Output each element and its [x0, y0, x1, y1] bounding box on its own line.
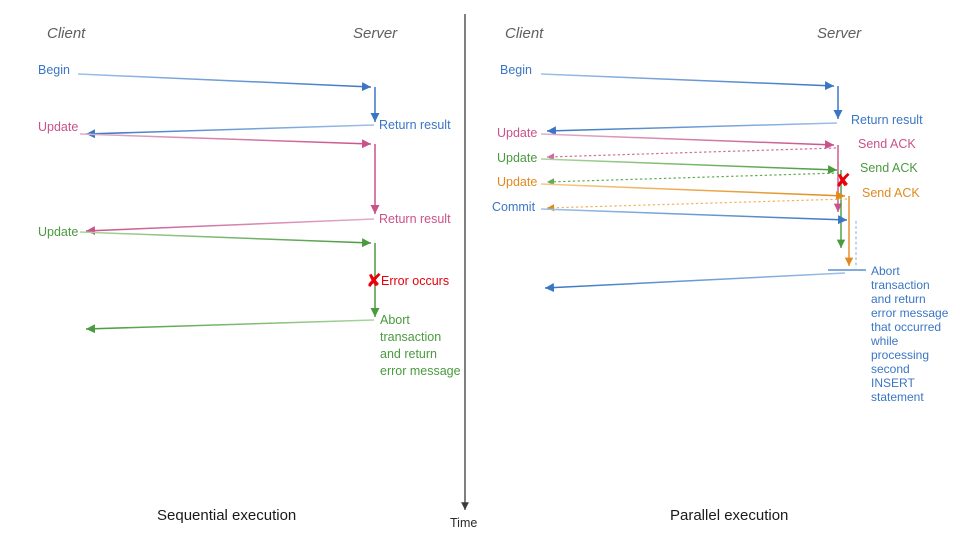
arrow-update-2-left: [79, 231, 372, 248]
right-panel-arrows: [540, 73, 866, 293]
time-axis-label: Time: [450, 516, 478, 530]
right-message-update-1: Update: [497, 126, 538, 140]
error-mark-icon-right: ✘: [835, 171, 851, 192]
right-message-update-2: Update: [497, 151, 538, 165]
arrow-update-1-right: [540, 133, 835, 150]
left-panel-arrows: [77, 73, 380, 334]
right-abort-text-line-3: and return: [871, 292, 926, 306]
right-client-actor-label: Client: [505, 25, 544, 42]
left-abort-text-line-4: error message: [380, 364, 461, 378]
right-message-begin: Begin: [500, 63, 532, 77]
right-abort-text-line-4: error message: [871, 306, 949, 320]
left-abort-text-line-1: Abort: [380, 313, 410, 327]
right-abort-text-line-1: Abort: [871, 264, 900, 278]
arrow-send-ack-2-right: [546, 172, 840, 186]
error-mark-icon-left: ✘: [366, 271, 382, 292]
left-abort-text-line-3: and return: [380, 347, 437, 361]
right-message-send-ack-1: Send ACK: [858, 137, 916, 151]
right-abort-text-line-8: second: [871, 362, 910, 376]
left-message-return-result-2: Return result: [379, 212, 451, 226]
arrow-update-1-left: [79, 133, 372, 149]
right-message-send-ack-3: Send ACK: [862, 186, 920, 200]
right-abort-text-line-5: that occurred: [871, 320, 942, 334]
arrow-send-ack-3-right: [546, 198, 848, 212]
right-message-return-result: Return result: [851, 113, 923, 127]
arrow-begin-right: [540, 73, 835, 91]
arrow-begin-left: [77, 73, 372, 92]
arrow-return-result-right: [546, 122, 838, 136]
arrow-return-result-2-left: [85, 218, 375, 236]
right-message-commit: Commit: [492, 200, 536, 214]
left-client-actor-label: Client: [47, 25, 86, 42]
left-abort-text-line-2: transaction: [380, 330, 442, 344]
arrow-send-ack-1-right: [546, 147, 837, 161]
arrow-abort-left: [85, 319, 375, 334]
left-message-error-occurs: Error occurs: [381, 274, 450, 288]
right-server-actor-label: Server: [817, 25, 862, 42]
left-message-update-2: Update: [38, 225, 79, 239]
right-abort-text-line-6: while: [871, 334, 899, 348]
arrow-return-result-1-left: [85, 124, 375, 139]
left-message-begin: Begin: [38, 63, 70, 77]
right-panel-title: Parallel execution: [670, 507, 789, 524]
right-message-send-ack-2: Send ACK: [860, 161, 918, 175]
arrow-commit-right: [540, 208, 848, 225]
left-panel-title: Sequential execution: [157, 507, 297, 524]
arrow-update-2-right: [540, 158, 838, 175]
left-server-actor-label: Server: [353, 25, 398, 42]
left-message-return-result-1: Return result: [379, 118, 451, 132]
arrow-update-3-right: [540, 183, 846, 201]
left-message-update-1: Update: [38, 120, 79, 134]
right-abort-text-line-7: processing: [871, 348, 930, 362]
right-message-update-3: Update: [497, 175, 538, 189]
arrow-abort-right: [544, 272, 846, 293]
right-abort-text-line-9: INSERT: [871, 376, 915, 390]
right-abort-text-line-2: transaction: [871, 278, 930, 292]
right-abort-text-line-10: statement: [871, 390, 924, 404]
